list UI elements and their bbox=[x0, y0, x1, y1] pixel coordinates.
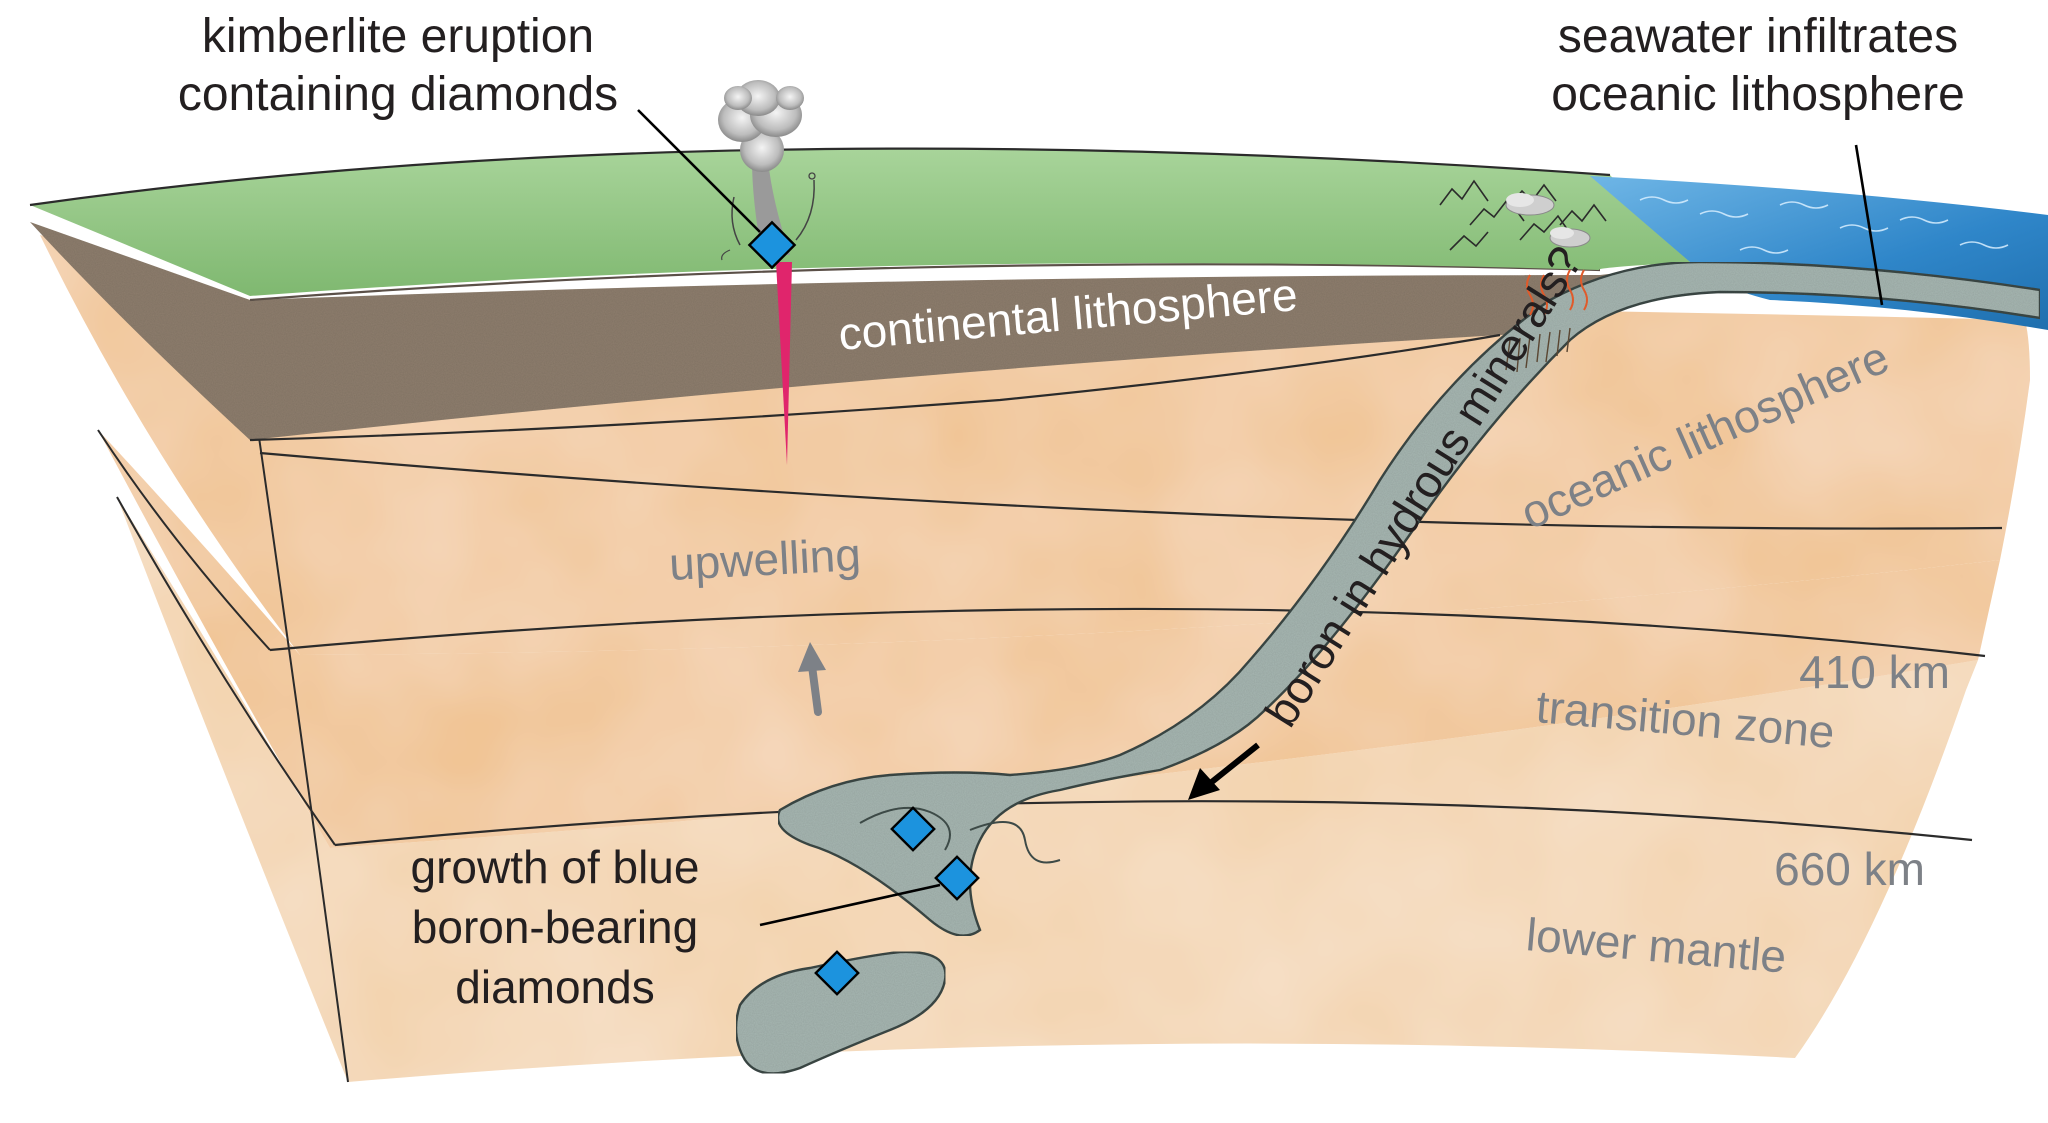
transition-zone-layer bbox=[98, 430, 2000, 848]
boundary-410 bbox=[269, 607, 1986, 658]
detached-slab-fragment bbox=[734, 950, 947, 1075]
diamond-icon bbox=[814, 950, 860, 996]
kimberlite-label-line2: containing diamonds bbox=[178, 68, 618, 121]
growth-leader-line bbox=[759, 883, 941, 927]
diamond-icon bbox=[747, 220, 797, 270]
geologic-block bbox=[29, 80, 2048, 1083]
growth-label-line3: diamonds bbox=[455, 961, 654, 1013]
boundary-660 bbox=[334, 800, 1973, 847]
subduction-arrow-icon bbox=[1188, 742, 1260, 800]
seawater-label-line2: oceanic lithosphere bbox=[1551, 68, 1965, 121]
fluid-streaks bbox=[1505, 327, 1571, 373]
continental-surface bbox=[30, 148, 1690, 296]
kimberlite-conduit bbox=[776, 262, 792, 465]
seawater-label-line1: seawater infiltrates bbox=[1558, 10, 1958, 63]
diamond-icon bbox=[890, 806, 936, 852]
growth-label-line2: boron-bearing bbox=[412, 901, 698, 953]
upwelling-label: upwelling bbox=[668, 528, 862, 590]
arc-magma bbox=[1526, 269, 1588, 316]
diamond-icon bbox=[934, 855, 980, 901]
upwelling-arrow-icon bbox=[798, 642, 826, 716]
volcanic-puffs bbox=[1505, 193, 1591, 248]
boundary-upper bbox=[259, 451, 2003, 530]
depth-660-label: 660 km bbox=[1774, 843, 1925, 895]
depth-410-label: 410 km bbox=[1799, 646, 1950, 698]
subducting-slab bbox=[776, 260, 2042, 937]
kimberlite-leader-line bbox=[637, 109, 761, 233]
seawater-leader-line bbox=[1854, 144, 1884, 306]
growth-label-line1: growth of blue bbox=[411, 841, 700, 893]
kimberlite-label-line1: kimberlite eruption bbox=[202, 10, 594, 63]
continental-lithosphere-layer bbox=[30, 222, 1690, 440]
